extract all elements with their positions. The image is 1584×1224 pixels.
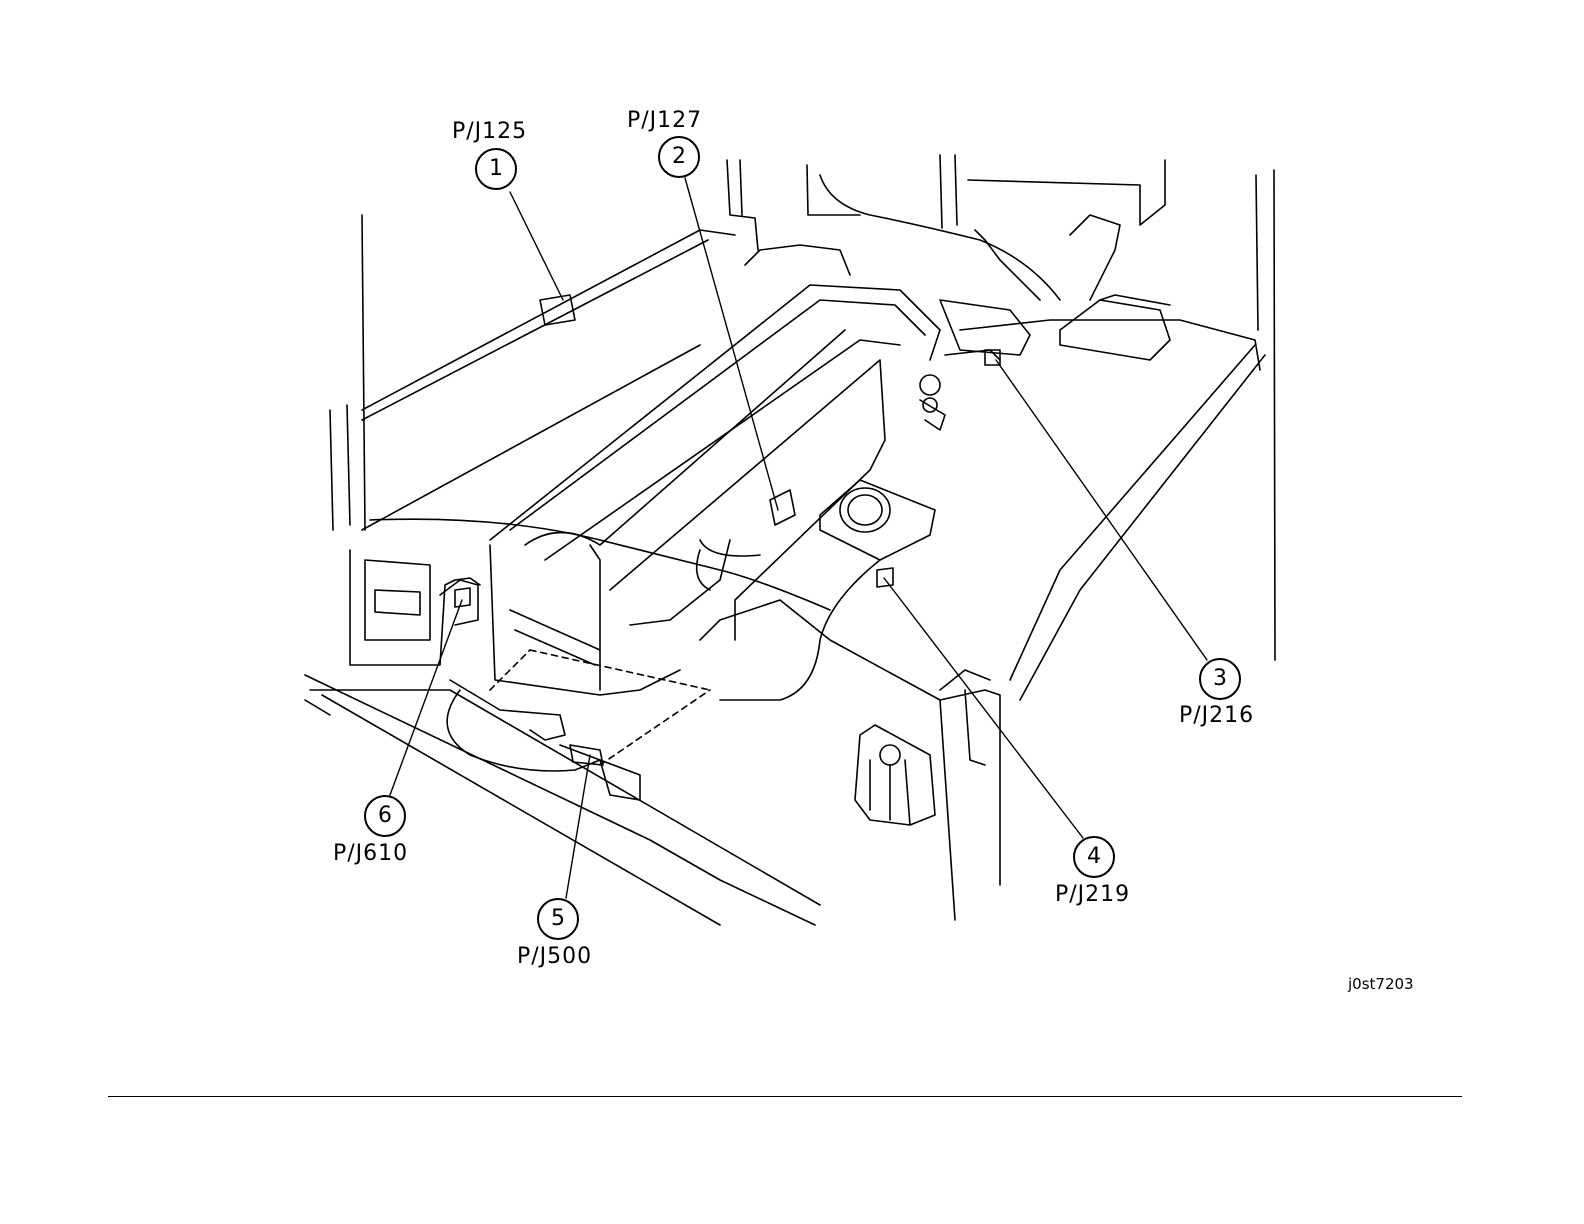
callout-2-label: P/J127: [627, 108, 702, 133]
callout-3-circle: 3: [1199, 658, 1241, 700]
callout-6-circle: 6: [364, 795, 406, 837]
callout-4-label: P/J219: [1055, 882, 1130, 907]
callout-5-label: P/J500: [517, 944, 592, 969]
callout-1-label: P/J125: [452, 119, 527, 144]
footer-rule: [108, 1096, 1462, 1097]
callout-6-label: P/J610: [333, 841, 408, 866]
figure-id: j0st7203: [1348, 975, 1414, 993]
callout-1-circle: 1: [475, 148, 517, 190]
callout-3-label: P/J216: [1179, 703, 1254, 728]
callout-4-circle: 4: [1073, 836, 1115, 878]
callout-2-circle: 2: [658, 136, 700, 178]
callout-5-circle: 5: [537, 898, 579, 940]
